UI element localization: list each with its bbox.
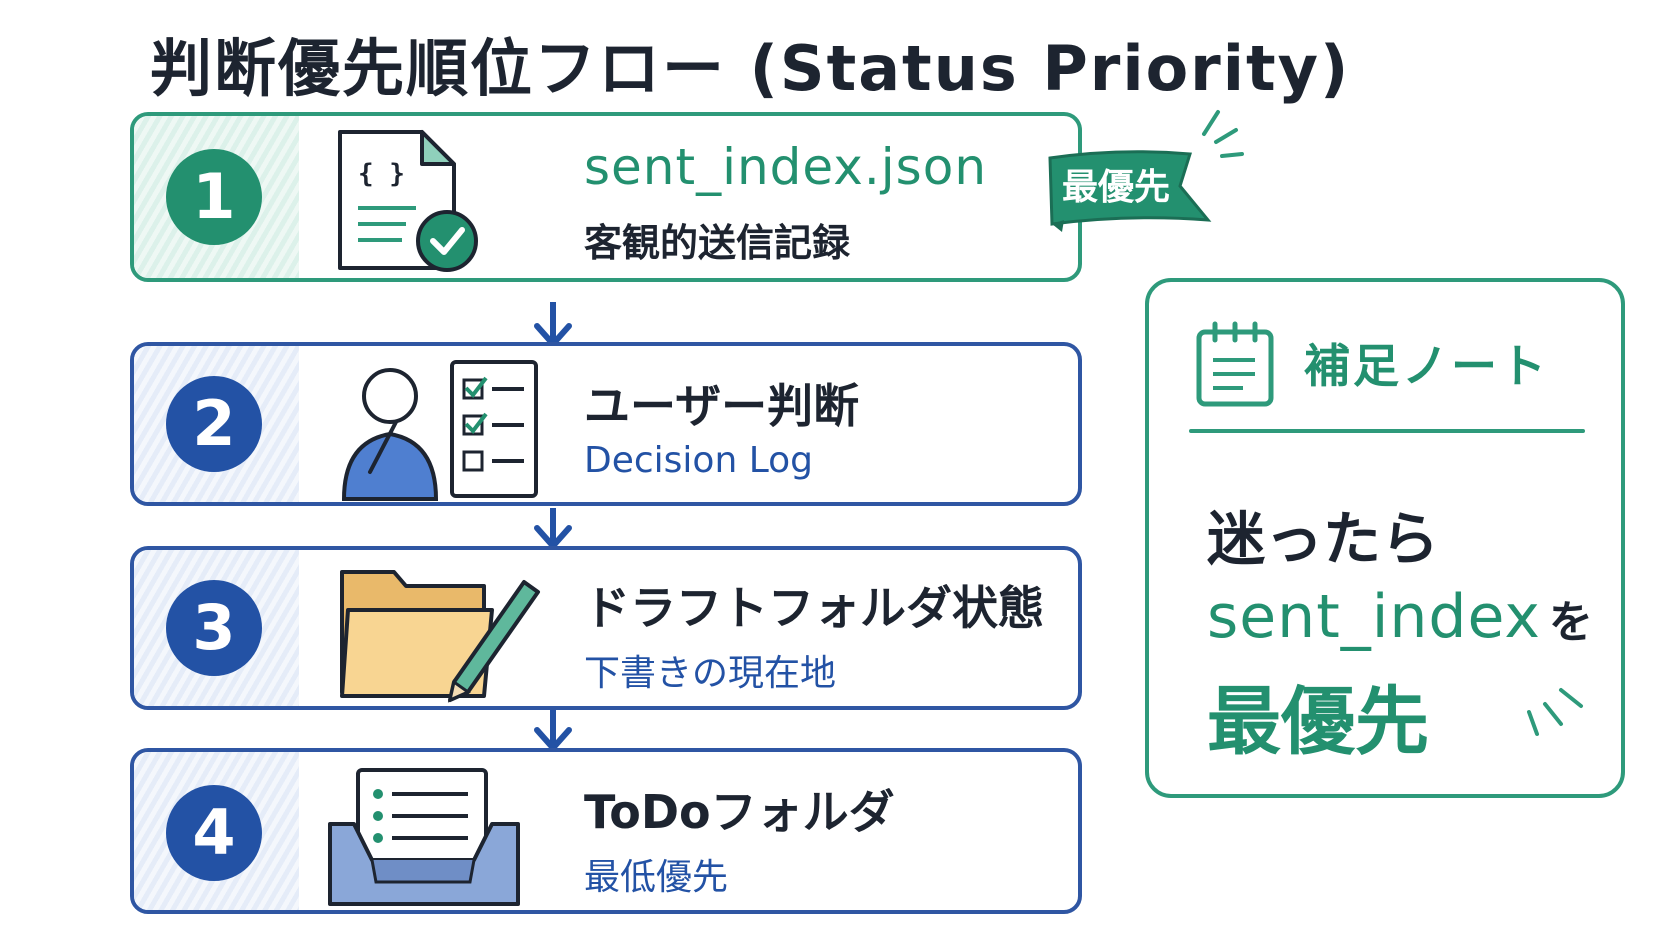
note-line-3: 最優先	[1207, 679, 1429, 765]
svg-text:{ }: { }	[358, 159, 405, 189]
json-file-check-icon: { }	[338, 130, 478, 272]
step-1-sub-label: 客観的送信記録	[584, 221, 851, 265]
step-2-sub-label: Decision Log	[584, 440, 814, 481]
note-line-1: 迷ったら	[1207, 505, 1440, 573]
step-1-card: 1 { } sent_index.json 客観的送信記録	[130, 112, 1082, 282]
step-4-sub-label: 最低優先	[584, 857, 729, 898]
sparkle-icon	[1202, 110, 1244, 158]
step-3-number: 3	[166, 580, 262, 676]
notepad-icon	[1196, 321, 1274, 407]
step-4-main-label: ToDoフォルダ	[584, 785, 895, 839]
step-4-card: 4 ToDoフォルダ 最低優先	[130, 748, 1082, 914]
note-keyword: sent_index	[1207, 582, 1541, 652]
step-3-main-label: ドラフトフォルダ状態	[584, 581, 1044, 635]
step-4-number: 4	[166, 785, 262, 881]
step-2-card: 2 ユーザー判断 Decision Log	[130, 342, 1082, 506]
page-title: 判断優先順位フロー (Status Priority)	[150, 32, 1351, 105]
inbox-tray-icon	[328, 768, 520, 906]
step-3-card: 3 ドラフトフォルダ状態 下書きの現在地	[130, 546, 1082, 710]
folder-pencil-icon	[340, 570, 540, 703]
priority-ribbon	[1048, 150, 1212, 232]
note-divider	[1189, 429, 1585, 433]
step-3-sub-label: 下書きの現在地	[584, 653, 837, 694]
step-1-number: 1	[166, 149, 262, 245]
step-2-number: 2	[166, 376, 262, 472]
step-2-main-label: ユーザー判断	[584, 379, 860, 433]
step-1-main-label: sent_index.json	[584, 138, 988, 196]
note-title: 補足ノート	[1304, 339, 1549, 393]
note-particle: を	[1548, 597, 1593, 648]
sparkle-icon	[1527, 688, 1583, 736]
priority-badge-label: 最優先	[1062, 167, 1171, 208]
user-checklist-icon	[341, 360, 538, 501]
